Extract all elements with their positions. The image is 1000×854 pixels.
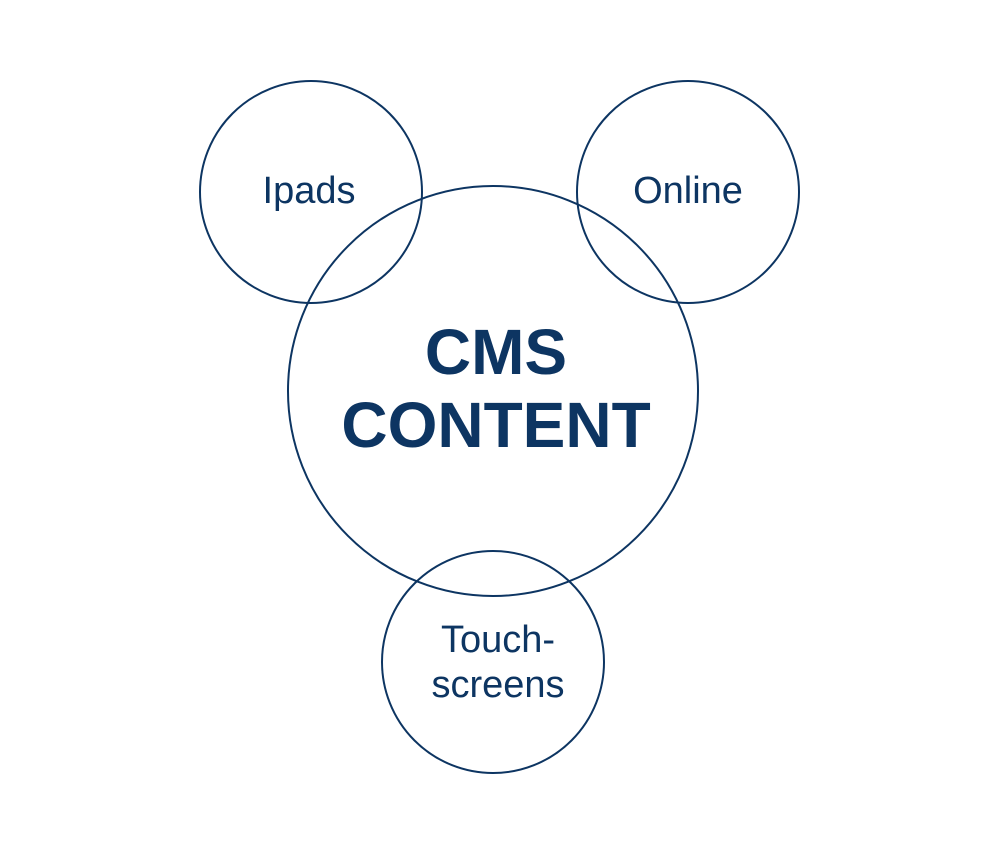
touchscreens-label-line1: Touch-: [441, 619, 555, 661]
cms-content-circle: [287, 185, 699, 597]
online-circle: [576, 80, 800, 304]
online-label: Online: [633, 170, 743, 212]
center-label-line2: CONTENT: [341, 389, 650, 461]
touchscreens-circle: [381, 550, 605, 774]
center-label-line1: CMS: [425, 316, 567, 388]
ipads-label: Ipads: [263, 170, 356, 212]
ipads-circle: [199, 80, 423, 304]
touchscreens-label-line2: screens: [431, 664, 564, 706]
